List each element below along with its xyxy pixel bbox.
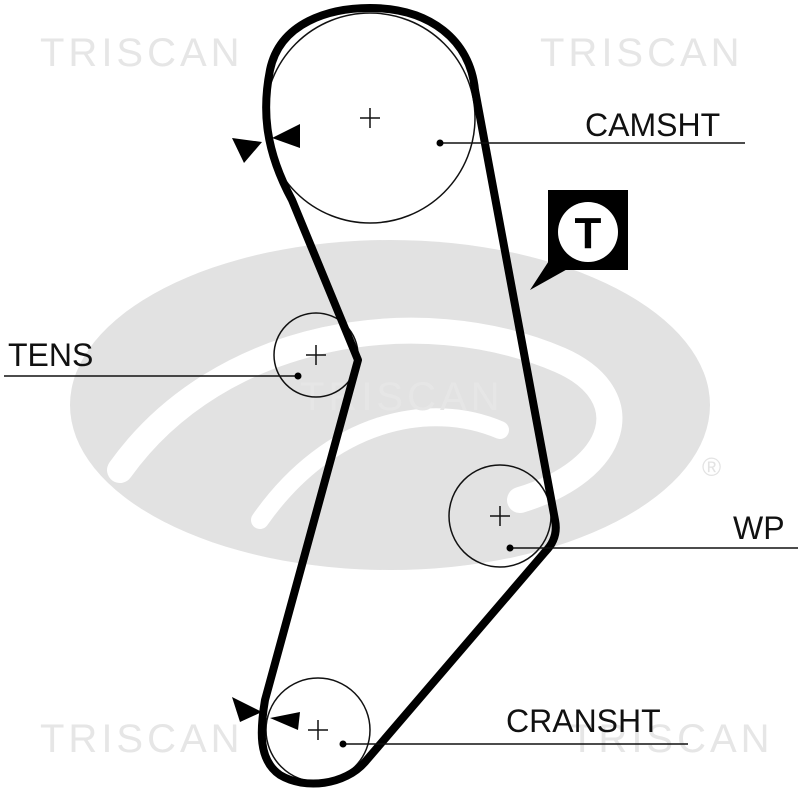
tension-badge-circle	[558, 202, 618, 262]
triscan-watermark-bottom-right: TRISCAN	[570, 717, 774, 761]
timing-belt	[257, 4, 560, 788]
triscan-watermarks: TRISCAN TRISCAN TRISCAN TRISCAN TRISCAN	[40, 31, 774, 761]
leader-lines	[4, 142, 798, 745]
tensioner-center-plus	[306, 345, 326, 365]
camshaft-center-plus	[360, 108, 380, 128]
triscan-watermark-top-left: TRISCAN	[40, 31, 244, 75]
gates-logo-stroke	[251, 408, 509, 529]
camshaft-label: CAMSHT	[585, 107, 720, 143]
triscan-watermark-bottom-left: TRISCAN	[40, 717, 244, 761]
crankshaft-center-plus	[308, 720, 328, 740]
leader-dots	[294, 139, 514, 748]
water-pump-center-plus	[490, 506, 510, 526]
camshaft-leader-dot	[436, 139, 444, 147]
tensioner-label: TENS	[8, 337, 93, 373]
water-pump-label: WP	[733, 510, 785, 546]
water-pump-leader-dot	[506, 544, 514, 552]
registered-mark: ®	[702, 452, 721, 482]
triscan-watermark-center: TRISCAN	[300, 375, 504, 419]
crankshaft-timing-arrow-left	[232, 697, 262, 722]
crankshaft-timing-arrow-right	[270, 712, 300, 730]
tensioner-leader-dot	[294, 372, 302, 380]
tension-badge: T	[530, 190, 628, 290]
crankshaft-label: CRANSHT	[506, 703, 661, 739]
triscan-watermark-top-right: TRISCAN	[540, 31, 744, 75]
pulley-centers	[306, 108, 510, 740]
camshaft-timing-arrow-left	[232, 138, 262, 163]
timing-marks	[232, 124, 300, 730]
crankshaft-leader-dot	[339, 740, 347, 748]
camshaft-timing-arrow-right	[272, 124, 300, 148]
tension-badge-letter: T	[575, 209, 602, 258]
